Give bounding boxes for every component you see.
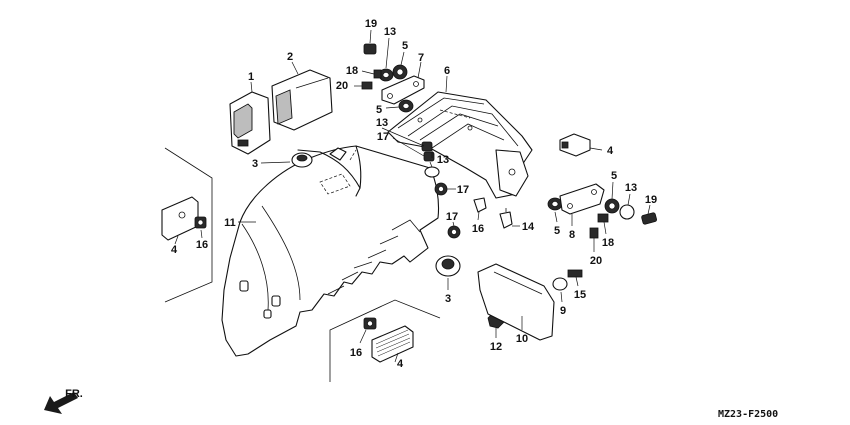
bolt-18-right: [597, 213, 609, 235]
clip-14: [499, 208, 520, 229]
collar-5-top: [392, 51, 408, 80]
callout-5-right: 5: [611, 170, 617, 182]
callout-17-left: 17: [377, 131, 389, 143]
stay-7: [381, 61, 425, 105]
callout-7: 7: [418, 52, 424, 64]
screw-19-top: [363, 29, 377, 55]
nut-17-left: [392, 137, 435, 162]
grommet-lower: [435, 255, 461, 290]
callout-13-left: 13: [376, 117, 388, 129]
bottom-reflector-inset: [329, 299, 441, 382]
callout-4-right: 4: [607, 145, 614, 157]
callout-5-right-low: 5: [554, 225, 560, 237]
left-reflector: [161, 196, 199, 241]
callout-17-center: 17: [457, 184, 469, 196]
callout-19-top: 19: [365, 18, 377, 30]
grommet-upper: [291, 152, 313, 168]
callout-6: 6: [444, 65, 450, 77]
rubber-cap-4-right: [559, 133, 603, 157]
washer-13-left: [381, 127, 433, 152]
stay-8: [559, 183, 605, 226]
license-bracket: [387, 75, 533, 199]
callout-13-top: 13: [384, 26, 396, 38]
collar-5-mid: [385, 99, 414, 113]
clip-16-center: [473, 197, 487, 221]
callout-4-bottom: 4: [397, 358, 404, 370]
rear-fender: [221, 145, 440, 357]
bottom-reflector: [371, 325, 414, 363]
callout-12: 12: [490, 341, 502, 353]
callout-1: 1: [248, 71, 254, 83]
callout-4-left: 4: [171, 244, 178, 256]
callout-5-top: 5: [402, 40, 408, 52]
washer-13-right: [619, 193, 635, 220]
relay-unit-1: [229, 81, 271, 155]
callout-19-right: 19: [645, 194, 657, 206]
callout-10: 10: [516, 333, 528, 345]
direction-label: FR.: [65, 388, 83, 400]
callout-3-lower: 3: [445, 293, 451, 305]
fender-fin-ribs: [327, 219, 421, 295]
callout-16-center: 16: [472, 223, 484, 235]
callout-9: 9: [560, 305, 566, 317]
forward-direction-arrow: [44, 392, 78, 414]
callout-18-top: 18: [346, 65, 358, 77]
nut-17-center: [434, 182, 456, 196]
callout-18-right: 18: [602, 237, 614, 249]
diagram-code: MZ23-F2500: [718, 409, 778, 420]
callout-20-top: 20: [336, 80, 348, 92]
callout-8: 8: [569, 229, 575, 241]
callout-5-mid: 5: [376, 104, 382, 116]
fender-mount-bosses: [239, 280, 281, 319]
screw-19-right: [641, 204, 658, 225]
washer-13-center: [424, 161, 440, 178]
callout-14: 14: [522, 221, 535, 233]
callout-3-upper: 3: [252, 158, 258, 170]
callout-20-right: 20: [590, 255, 602, 267]
callout-2: 2: [287, 51, 293, 63]
collar-9: [552, 277, 568, 303]
callout-15: 15: [574, 289, 586, 301]
collar-5-right-low: [547, 197, 563, 223]
left-reflector-inset: [161, 147, 213, 303]
callout-11: 11: [224, 217, 236, 229]
bottom-reflector-nut: [363, 317, 377, 330]
plate-backing-10: [477, 263, 555, 341]
bolt-20-right: [589, 227, 599, 252]
callout-13-center: 13: [437, 154, 449, 166]
callout-13-right: 13: [625, 182, 637, 194]
bolt-15: [567, 269, 583, 287]
part-callouts: 19 13 5 7 2 18 20 6 1 5 13 17 4 3 13 17 …: [171, 18, 657, 370]
callout-16-bottom: 16: [350, 347, 362, 359]
left-reflector-nut: [194, 216, 207, 229]
bolt-20-top: [354, 81, 373, 90]
bolt-18-top: [361, 69, 382, 79]
relay-unit-2: [271, 61, 333, 131]
callout-17-lower: 17: [446, 211, 458, 223]
callout-16-left: 16: [196, 239, 208, 251]
nut-17-lower: [447, 221, 461, 239]
collar-5-right-up: [604, 181, 620, 214]
